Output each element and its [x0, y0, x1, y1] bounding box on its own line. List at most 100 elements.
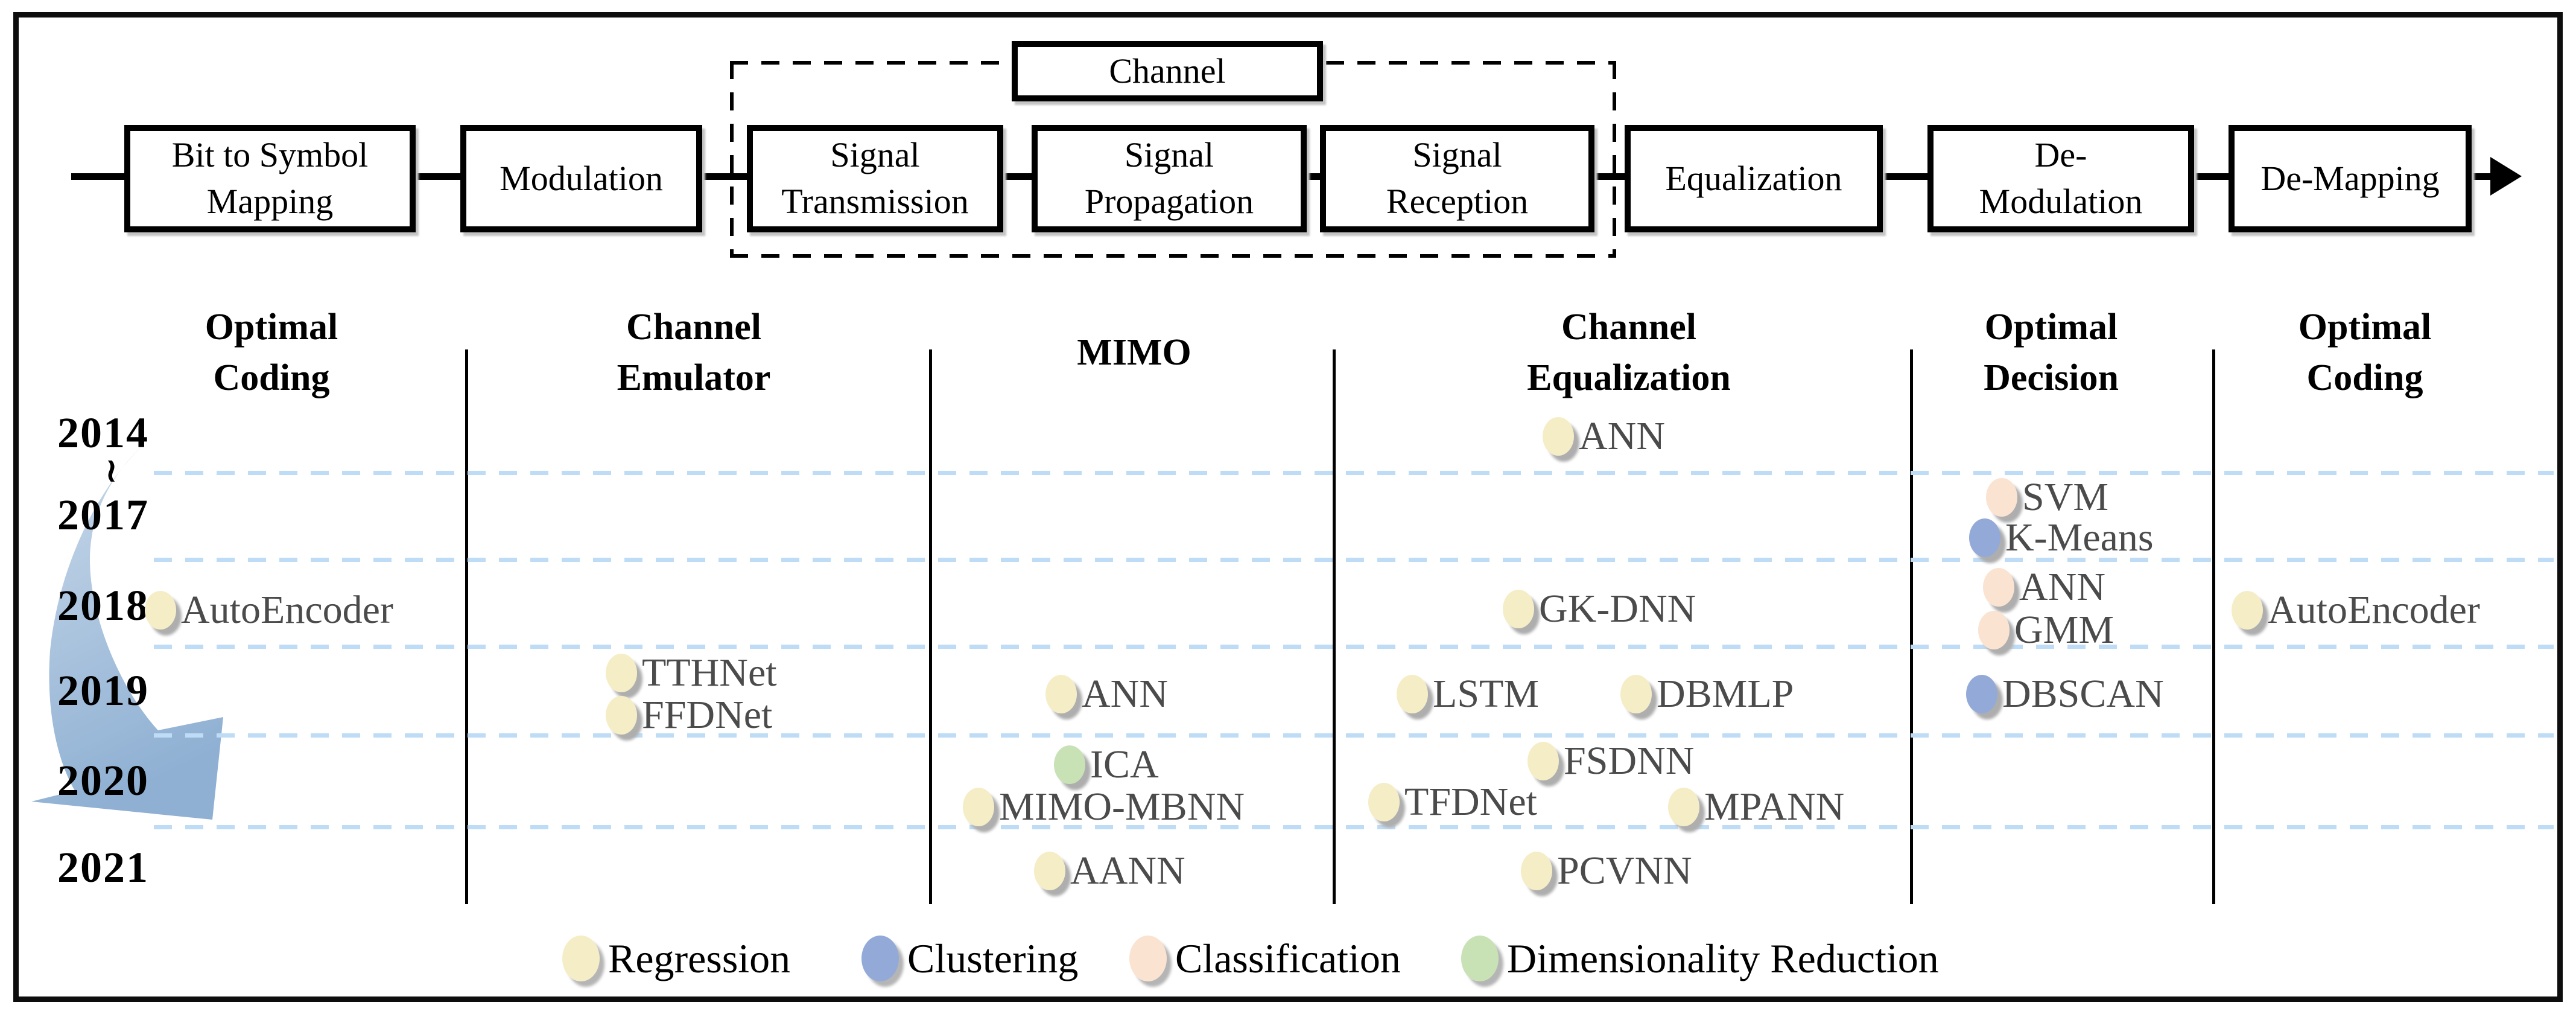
pipeline-box-label: Transmission	[781, 182, 969, 221]
method-label: MIMO-MBNN	[999, 785, 1245, 829]
column-header-line: Equalization	[1527, 357, 1731, 398]
column-header-line: Optimal	[2298, 306, 2432, 348]
clustering-legend-dot	[861, 936, 899, 981]
method-svm-2017: SVM	[1986, 476, 2108, 519]
column-header-line: MIMO	[1077, 331, 1191, 373]
row-gridline-5	[154, 825, 2554, 829]
pipeline-box-label: Reception	[1386, 182, 1529, 221]
pipeline-box-label: Bit to Symbol	[171, 135, 369, 175]
method-label: AutoEncoder	[2268, 588, 2480, 632]
pipeline-box-label: Modulation	[500, 158, 663, 198]
row-gridline-4	[154, 733, 2554, 738]
regression-legend-dot	[562, 936, 600, 981]
clustering-dot	[1966, 675, 1997, 713]
method-gmm-2018: GMM	[1978, 608, 2114, 652]
dimensionality-reduction-dot	[1054, 745, 1085, 784]
pipeline-box-de-mapping: De-Mapping	[2229, 125, 2472, 232]
method-dbmlp-2019: DBMLP	[1620, 672, 1794, 716]
method-label: LSTM	[1433, 672, 1540, 716]
legend-item-dimensionality-reduction: Dimensionality Reduction	[1461, 933, 1939, 984]
column-header-line: Optimal	[205, 306, 338, 348]
method-label: DBMLP	[1657, 672, 1794, 716]
method-k-means-2017: K-Means	[1969, 516, 2154, 560]
pipeline-box-channel: Channel	[1012, 41, 1323, 101]
legend-item-classification: Classification	[1129, 933, 1401, 984]
pipeline-box-equalization: Equalization	[1625, 125, 1883, 232]
year-label-2019: 2019	[57, 666, 149, 715]
method-tfdnet-2020: TFDNet	[1368, 780, 1537, 824]
pipeline-box-label: De-Mapping	[2260, 158, 2440, 198]
column-header-mimo: MIMO	[893, 300, 1375, 406]
method-ffdnet-2019: FFDNet	[606, 694, 772, 737]
year-label-2020: 2020	[57, 756, 149, 805]
row-gridline-3	[154, 645, 2554, 649]
method-label: AANN	[1070, 849, 1185, 893]
method-label: ANN	[1579, 414, 1665, 458]
method-ann-2018: ANN	[1983, 566, 2105, 609]
method-label: FSDNN	[1564, 739, 1695, 783]
pipeline-box-modulation: Modulation	[460, 125, 702, 232]
method-lstm-2019: LSTM	[1397, 672, 1539, 716]
regression-dot	[1521, 852, 1552, 890]
channel-region-left-edge	[730, 61, 734, 258]
regression-dot	[1368, 783, 1400, 821]
method-gk-dnn-2018: GK-DNN	[1503, 587, 1696, 631]
pipeline-box-label: De-	[2034, 135, 2087, 175]
legend-label: Classification	[1175, 936, 1401, 981]
method-label: TFDNet	[1404, 780, 1537, 824]
classification-legend-dot	[1129, 936, 1167, 981]
outer-border	[13, 12, 2563, 1002]
clustering-dot	[1969, 518, 2000, 557]
method-mpann-2020: MPANN	[1668, 785, 1844, 829]
pipeline-arrowhead-icon	[2490, 157, 2522, 196]
column-divider-1	[465, 349, 468, 904]
legend-item-regression: Regression	[562, 933, 790, 984]
regression-dot	[1528, 742, 1559, 780]
method-autoencoder-2018: AutoEncoder	[145, 588, 393, 632]
legend-item-clustering: Clustering	[861, 933, 1078, 984]
method-label: K-Means	[2005, 515, 2154, 560]
column-header-line: Channel	[626, 306, 761, 348]
pipeline-box-label: Propagation	[1084, 182, 1254, 221]
method-fsdnn-2020: FSDNN	[1528, 739, 1694, 783]
regression-dot	[1397, 675, 1428, 713]
regression-dot	[1620, 675, 1652, 713]
column-divider-4	[1910, 349, 1913, 904]
column-divider-3	[1333, 349, 1336, 904]
column-header-line: Emulator	[617, 357, 771, 398]
method-dbscan-2019: DBSCAN	[1966, 672, 2164, 716]
row-gridline-1	[154, 471, 2554, 475]
method-label: MPANN	[1704, 785, 1845, 829]
dimensionality-reduction-legend-dot	[1461, 936, 1499, 981]
year-label-2021: 2021	[57, 843, 149, 891]
year-label-2014: 2014	[57, 409, 149, 457]
year-label-2017: 2017	[57, 491, 149, 539]
pipeline-box-label: Signal	[830, 135, 920, 175]
channel-region-bottom-edge	[730, 254, 1616, 258]
regression-dot	[1503, 590, 1534, 628]
regression-dot	[1543, 417, 1574, 456]
method-label: FFDNet	[642, 693, 773, 737]
method-label: ANN	[1082, 672, 1168, 716]
year-gap-tilde: ∼	[92, 457, 132, 485]
regression-dot	[2232, 591, 2263, 630]
method-label: TTHNet	[642, 651, 777, 695]
legend-label: Regression	[608, 936, 791, 981]
column-header-line: Decision	[1984, 357, 2119, 398]
classification-dot	[1986, 478, 2017, 517]
regression-dot	[963, 788, 994, 826]
column-divider-2	[929, 349, 932, 904]
legend-label: Dimensionality Reduction	[1507, 936, 1939, 981]
pipeline-box-label: Modulation	[1979, 182, 2143, 221]
method-label: AutoEncoder	[181, 588, 393, 632]
regression-dot	[606, 654, 637, 692]
method-label: DBSCAN	[2002, 672, 2164, 716]
method-label: GMM	[2014, 608, 2114, 652]
